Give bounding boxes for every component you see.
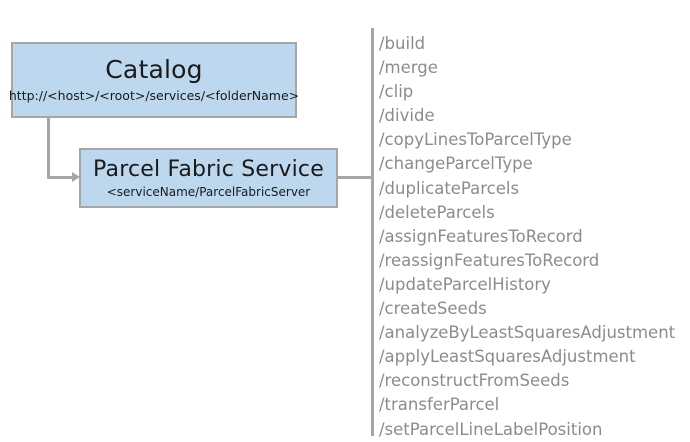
operation-item[interactable]: /analyzeByLeastSquaresAdjustment: [379, 323, 676, 343]
operation-item[interactable]: /assignFeaturesToRecord: [379, 226, 583, 246]
connector-vertical-catalog-to-service: [47, 118, 50, 179]
catalog-node-title: Catalog: [105, 55, 203, 84]
catalog-node-url: http://<host>/<root>/services/<folderNam…: [8, 88, 300, 103]
catalog-node[interactable]: Catalog http://<host>/<root>/services/<f…: [8, 42, 300, 118]
operations-spine-line: [371, 28, 374, 436]
service-node-path: <serviceName/ParcelFabricServer: [106, 184, 311, 199]
operation-item[interactable]: /duplicateParcels: [379, 178, 520, 198]
parcel-fabric-service-node[interactable]: Parcel Fabric Service <serviceName/Parce…: [79, 148, 338, 208]
operations-list: /build/merge/clip/divide/copyLinesToParc…: [379, 32, 679, 442]
operation-item[interactable]: /build: [379, 34, 426, 53]
service-node-title: Parcel Fabric Service: [93, 156, 324, 182]
operation-item[interactable]: /changeParcelType: [379, 154, 533, 174]
operation-item[interactable]: /createSeeds: [379, 299, 487, 319]
connector-service-to-operations: [338, 176, 372, 179]
operation-item[interactable]: /merge: [379, 58, 438, 78]
operation-item[interactable]: /reconstructFromSeeds: [379, 371, 570, 391]
operation-item[interactable]: /clip: [379, 82, 414, 102]
arrowhead-icon: [72, 172, 80, 182]
operation-item[interactable]: /updateParcelHistory: [379, 274, 551, 294]
operation-item[interactable]: /applyLeastSquaresAdjustment: [379, 347, 636, 367]
operation-item[interactable]: /copyLinesToParcelType: [379, 130, 572, 150]
connector-horizontal-catalog-to-service: [47, 176, 74, 179]
operation-item[interactable]: /setParcelLineLabelPosition: [379, 419, 603, 439]
operation-item[interactable]: /deleteParcels: [379, 202, 495, 222]
operation-item[interactable]: /transferParcel: [379, 395, 500, 415]
operation-item[interactable]: /reassignFeaturesToRecord: [379, 250, 600, 270]
operation-item[interactable]: /divide: [379, 106, 435, 126]
